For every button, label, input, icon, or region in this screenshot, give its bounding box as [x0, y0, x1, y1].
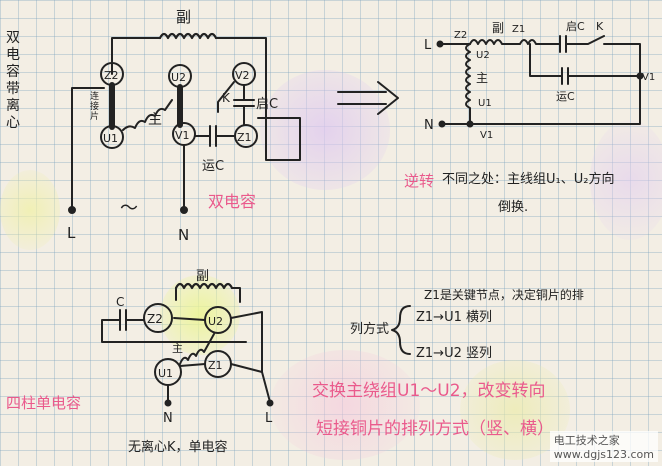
aux-winding-coil	[469, 39, 545, 45]
wire	[441, 75, 641, 125]
aux-winding-coil	[174, 282, 234, 290]
site-watermark: 电工技术之家 www.dgjs123.com	[549, 431, 658, 462]
label-cap-c-3: C	[116, 295, 124, 309]
label-N: N	[178, 226, 189, 244]
terminal-dot-N	[180, 206, 188, 214]
label-v1: V1	[175, 129, 190, 142]
label-N-3: N	[163, 411, 173, 426]
label-u1-3: U1	[158, 367, 173, 380]
label-z2-2: Z2	[454, 30, 467, 41]
terminal-dot-N	[164, 399, 172, 407]
terminal-dot-L	[68, 206, 76, 214]
label-aux-winding: 副	[176, 8, 191, 26]
label-run-capacitor: 运C	[202, 159, 224, 174]
run-capacitor	[529, 43, 641, 85]
side-note: 双电容带离心	[6, 30, 20, 131]
arrangement-label: 列方式	[350, 322, 390, 337]
wire	[261, 371, 271, 403]
reverse-note-line2: 倒换.	[498, 200, 529, 215]
node-L	[436, 40, 444, 48]
label-u2-3: U2	[208, 315, 223, 328]
main-winding-coil	[122, 99, 173, 131]
label-L-3: L	[265, 411, 273, 426]
start-capacitor	[233, 84, 255, 126]
node-v1	[466, 120, 474, 128]
swap-instruction: 交换主绕组U1～U2，改变转向	[312, 381, 546, 401]
z1-u1-horizontal: Z1→U1 横列	[416, 310, 492, 325]
label-L-2: L	[424, 38, 432, 53]
capacitor-c	[101, 309, 247, 343]
four-post-caption: 四柱单电容	[6, 394, 82, 412]
label-u1-2: U1	[478, 98, 492, 109]
label-v1-3: V1	[642, 72, 655, 83]
wire	[71, 87, 105, 209]
label-switch-k-2: K	[596, 20, 604, 33]
label-start-capacitor: 启C	[256, 97, 278, 112]
main-winding-coil	[179, 333, 215, 365]
label-u2-2: U2	[476, 50, 490, 61]
z1-note: Z1是关键节点，决定铜片的排	[424, 288, 584, 302]
wire	[179, 363, 206, 367]
label-aux-3: 副	[196, 269, 209, 284]
wire	[215, 37, 301, 161]
centrifugal-switch	[217, 81, 235, 113]
wire	[173, 317, 206, 321]
label-v2: V2	[235, 69, 250, 82]
copper-instruction: 短接铜片的排列方式（竖、横）	[316, 419, 554, 439]
copper-link-note: 连接片	[90, 92, 100, 122]
label-start-cap-2: 启C	[566, 20, 585, 33]
label-main-winding: 主	[148, 112, 162, 128]
reverse-caption: 逆转	[404, 172, 435, 190]
watermark-url: www.dgjs123.com	[553, 448, 654, 461]
aux-winding-coil	[158, 32, 218, 40]
label-main-2: 主	[476, 71, 488, 85]
no-centrifugal-note: 无离心K，单电容	[128, 440, 228, 455]
label-u2: U2	[171, 71, 186, 84]
copper-link	[230, 311, 263, 373]
reverse-note-line1: 不同之处：主线组U₁、U₂方向	[442, 172, 615, 187]
label-u1: U1	[103, 132, 118, 145]
wire	[231, 287, 241, 303]
double-capacitor-caption: 双电容	[208, 192, 257, 211]
main-winding-coil	[465, 43, 471, 125]
label-main-3: 主	[172, 342, 183, 355]
label-z1-3: Z1	[208, 359, 223, 372]
terminal-z2	[143, 303, 173, 333]
z1-u2-vertical: Z1→U2 竖列	[416, 346, 492, 361]
wire	[111, 37, 161, 75]
label-L: L	[67, 224, 76, 242]
label-v1-2: V1	[480, 130, 493, 141]
double-capacitor-circuit	[68, 32, 301, 214]
terminal-u1	[100, 125, 124, 149]
label-N-2: N	[424, 118, 434, 133]
label-run-cap-2: 运C	[556, 90, 575, 103]
start-capacitor-and-switch	[543, 35, 641, 77]
label-z1-2: Z1	[512, 24, 525, 35]
transform-arrow	[337, 81, 399, 115]
four-post-circuit	[101, 282, 274, 407]
label-z1: Z1	[237, 131, 252, 144]
arrangement-brace	[391, 305, 411, 355]
label-tilde: ～	[120, 198, 138, 219]
run-capacitor	[194, 125, 236, 147]
watermark-text: 电工技术之家	[553, 434, 620, 447]
label-switch-k: K	[222, 91, 231, 105]
terminal-dot-L	[266, 399, 274, 407]
label-aux-2: 副	[492, 21, 504, 35]
node-N	[438, 120, 446, 128]
label-z2-3: Z2	[147, 312, 163, 326]
label-z2: Z2	[104, 69, 119, 82]
reversed-circuit	[436, 35, 644, 128]
